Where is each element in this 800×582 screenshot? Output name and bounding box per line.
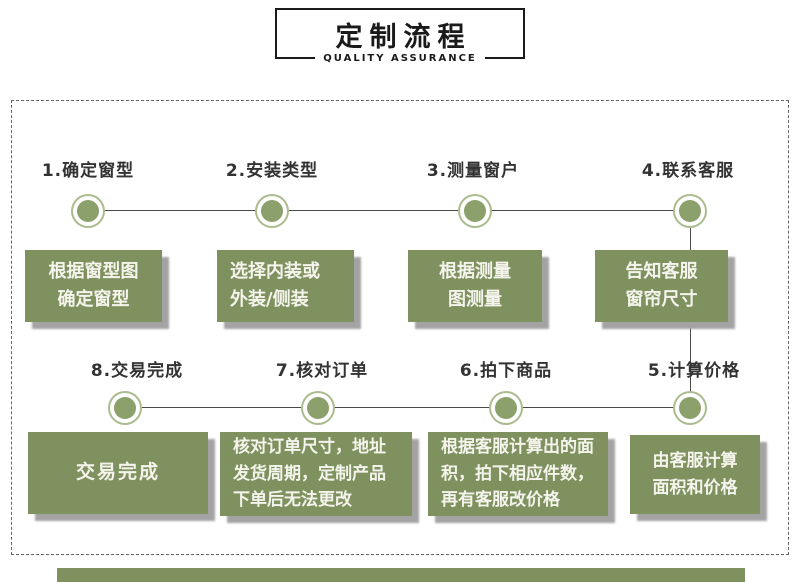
step1-box-line2: 确定窗型	[57, 289, 130, 310]
title-box: 定制流程	[275, 8, 525, 58]
next-section-cropped-bar	[57, 568, 745, 582]
subtitle-right-line	[484, 57, 526, 59]
step2-box-line2: 外装/侧装	[230, 289, 309, 310]
step1-box-line1: 根据窗型图	[48, 261, 139, 283]
step4-label: 4.联系客服	[641, 161, 735, 181]
step8-box-line1: 交易完成	[75, 461, 160, 484]
flow-dashed-frame	[11, 100, 789, 555]
row2-timeline	[125, 407, 690, 408]
step5-box: 由客服计算 面积和价格	[630, 435, 760, 514]
step4-box-line2: 窗帘尺寸	[625, 289, 698, 310]
step3-box-line1: 根据测量	[439, 261, 511, 283]
step3-label: 3.测量窗户	[426, 161, 520, 181]
step5-box-line2: 面积和价格	[652, 477, 738, 498]
step1-box: 根据窗型图 确定窗型	[25, 250, 162, 322]
step8-node-icon	[114, 397, 136, 419]
step7-box: 核对订单尺寸，地址 发货周期，定制产品 下单后无法更改	[220, 432, 412, 516]
step3-box: 根据测量 图测量	[408, 250, 542, 322]
step7-box-line3: 下单后无法更改	[233, 490, 352, 511]
step5-node-icon	[679, 397, 701, 419]
step6-node-icon	[495, 397, 517, 419]
subtitle-row: QUALITY ASSURANCE	[275, 51, 526, 65]
step2-box: 选择内装或 外装/侧装	[217, 250, 354, 322]
page-subtitle: QUALITY ASSURANCE	[323, 52, 477, 64]
step2-box-line1: 选择内装或	[230, 261, 320, 283]
step6-box-line3: 再有客服改价格	[441, 490, 560, 511]
step5-label: 5.计算价格	[647, 361, 741, 381]
step3-box-line2: 图测量	[448, 289, 502, 310]
row1-timeline	[88, 210, 690, 211]
step6-label: 6.拍下商品	[459, 361, 553, 381]
step6-box: 根据客服计算出的面 积，拍下相应件数， 再有客服改价格	[428, 432, 608, 516]
step8-label: 8.交易完成	[90, 361, 184, 381]
step7-node-icon	[307, 397, 329, 419]
page-title: 定制流程	[335, 21, 472, 53]
step1-node-icon	[77, 200, 99, 222]
step2-label: 2.安装类型	[225, 161, 319, 181]
step8-box: 交易完成	[28, 432, 208, 514]
step4-box: 告知客服 窗帘尺寸	[595, 250, 728, 322]
step7-box-line2: 发货周期，定制产品	[233, 463, 386, 484]
step2-node-icon	[261, 200, 283, 222]
step5-box-line1: 由客服计算	[652, 451, 738, 472]
step7-box-line1: 核对订单尺寸，地址	[233, 437, 386, 458]
step4-box-line1: 告知客服	[625, 261, 698, 283]
step3-node-icon	[464, 200, 486, 222]
step6-box-line1: 根据客服计算出的面	[441, 437, 594, 458]
step1-label: 1.确定窗型	[41, 161, 135, 181]
step7-label: 7.核对订单	[275, 361, 369, 381]
step4-node-icon	[679, 200, 701, 222]
step6-box-line2: 积，拍下相应件数，	[441, 463, 594, 484]
subtitle-left-line	[275, 57, 316, 59]
